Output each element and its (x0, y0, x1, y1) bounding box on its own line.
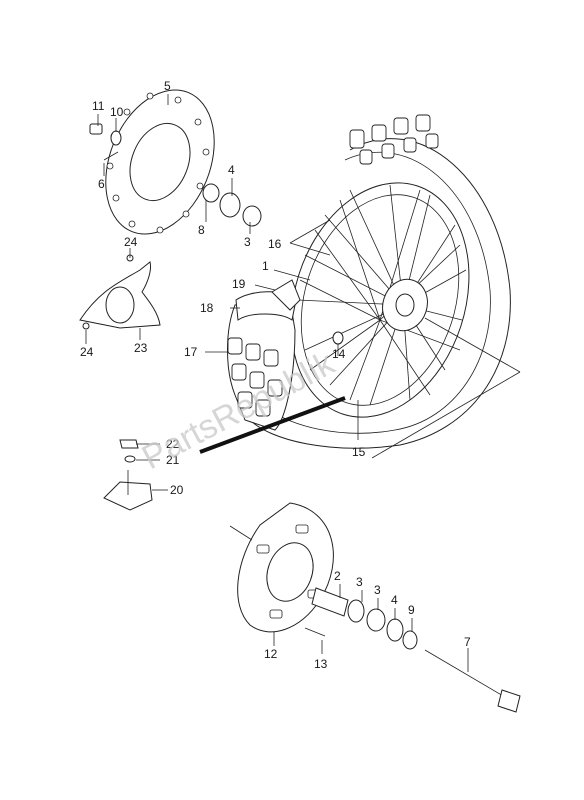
callout-14: 14 (332, 347, 346, 361)
hub-spacers-left (202, 183, 262, 227)
callout-17: 17 (184, 345, 198, 359)
callout-9: 9 (408, 603, 415, 617)
callout-16: 16 (268, 237, 282, 251)
callout-21: 21 (166, 453, 180, 467)
callout-labels: 5 11 10 6 4 8 3 16 1 19 18 17 24 23 24 1… (80, 79, 471, 671)
callout-3: 3 (244, 235, 251, 249)
callout-24-bottom: 24 (80, 345, 94, 359)
callout-23: 23 (134, 341, 148, 355)
tire-rim-band-tube (227, 279, 301, 431)
callout-3-b: 3 (356, 575, 363, 589)
disc-guard (79, 254, 161, 330)
callout-18: 18 (200, 301, 214, 315)
callout-4: 4 (228, 163, 235, 177)
rim-lock (103, 439, 153, 511)
callout-19: 19 (232, 277, 246, 291)
callout-7: 7 (464, 635, 471, 649)
callout-12: 12 (264, 647, 278, 661)
callout-5: 5 (164, 79, 171, 93)
brake-disc (105, 89, 215, 235)
callout-6: 6 (98, 177, 105, 191)
rear-wheel-assembly (249, 114, 511, 449)
disc-bolt-nut (89, 123, 122, 161)
rear-axle (424, 649, 521, 713)
rear-sprocket (237, 502, 334, 633)
callout-2: 2 (334, 569, 341, 583)
callout-24-top: 24 (124, 235, 138, 249)
axle-spacers-right (311, 587, 418, 650)
sprocket-bolt (304, 627, 326, 637)
callout-13: 13 (314, 657, 328, 671)
callout-8: 8 (198, 223, 205, 237)
callout-4-b: 4 (391, 593, 398, 607)
callout-1: 1 (262, 259, 269, 273)
leader-lines (85, 94, 521, 672)
callout-15: 15 (352, 445, 366, 459)
callout-3-c: 3 (374, 583, 381, 597)
callout-11: 11 (92, 99, 105, 113)
callout-10: 10 (110, 105, 124, 119)
callout-22: 22 (166, 437, 180, 451)
callout-20: 20 (170, 483, 184, 497)
